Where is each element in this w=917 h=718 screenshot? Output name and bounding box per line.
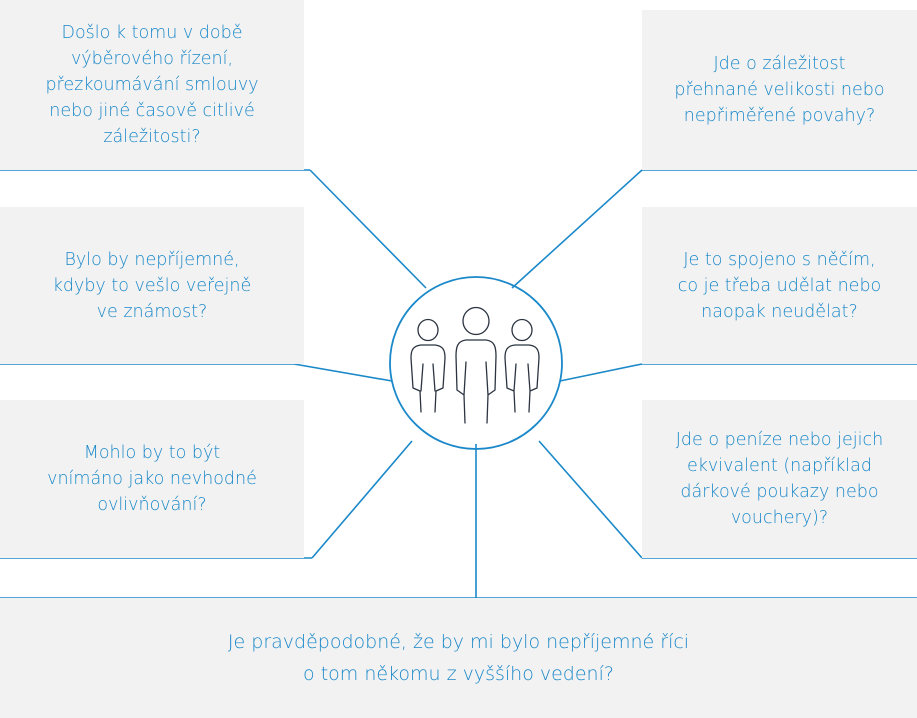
question-box-top-right: Jde o záležitost přehnané velikosti nebo… [642,10,917,170]
question-box-mid-right: Je to spojeno s něčím, co je třeba uděla… [642,207,917,364]
question-box-bottom-left: Mohlo by to být vnímáno jako nevhodné ov… [0,400,304,558]
question-box-mid-left: Bylo by nepříjemné, kdyby to vešlo veřej… [0,207,304,364]
question-box-top-left: Došlo k tomu v době výběrového řízení, p… [0,0,304,170]
question-text: Je pravděpodobné, že by mi bylo nepříjem… [227,631,690,685]
question-text: Mohlo by to být vnímáno jako nevhodné ov… [47,443,257,515]
connector-mid-right-diagonal [559,363,643,382]
connector-top-left-diagonal [309,169,427,289]
question-box-bottom-right: Jde o peníze nebo jejich ekvivalent (nap… [642,400,917,558]
question-text: Jde o peníze nebo jejich ekvivalent (nap… [675,430,884,528]
connector-bottom-left-diagonal [311,440,413,559]
question-text: Došlo k tomu v době výběrového řízení, p… [45,23,259,147]
connector-mid-left-diagonal [293,363,393,382]
three-people-icon [410,306,540,424]
center-circle [389,276,563,450]
question-text: Je to spojeno s něčím, co je třeba uděla… [677,249,882,322]
question-box-bottom: Je pravděpodobné, že by mi bylo nepříjem… [0,598,917,718]
connector-bottom-right-diagonal [538,440,643,559]
question-text: Jde o záležitost přehnané velikosti nebo… [674,54,885,126]
question-text: Bylo by nepříjemné, kdyby to vešlo veřej… [52,249,252,322]
connector-top-right-diagonal [511,169,643,289]
